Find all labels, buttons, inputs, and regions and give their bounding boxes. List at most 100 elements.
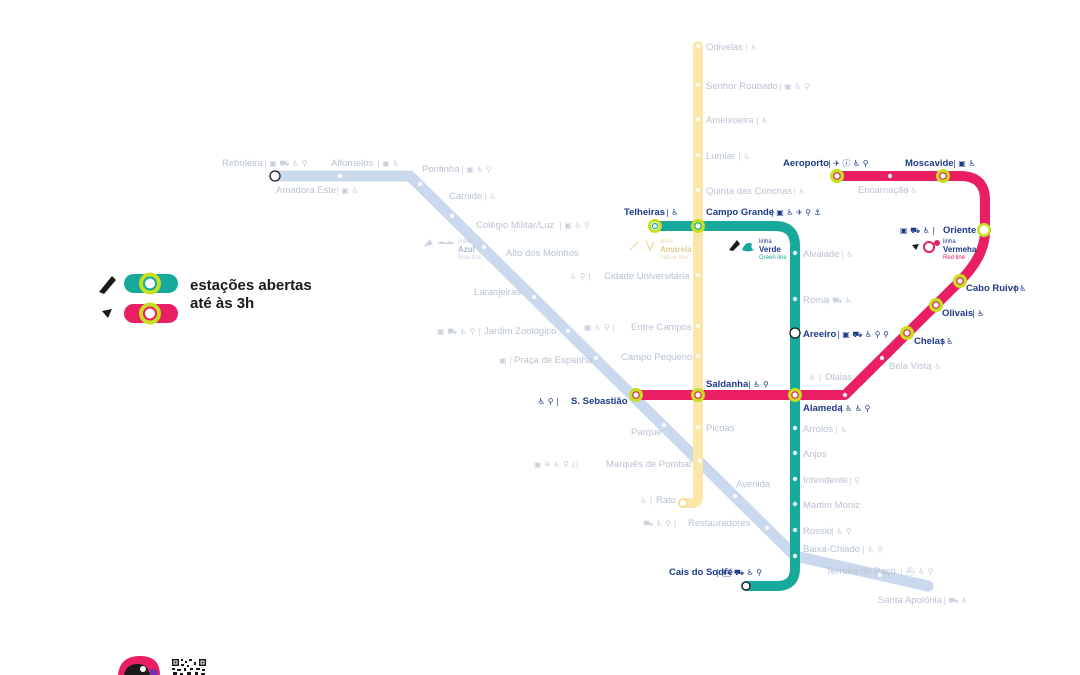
- station-label-olivais: Olivais: [942, 308, 973, 319]
- amenity-icons: | ▣ ⛟ ♿ ⚲: [264, 159, 308, 168]
- amenity-icons: | ▣ ♿: [953, 159, 976, 168]
- amenity-icons: | ▣ ♿ ⚲: [461, 165, 492, 174]
- accessibility-icon: | ♿: [738, 152, 750, 161]
- svg-text:Red line: Red line: [943, 255, 966, 261]
- amenity-icons: | ▣ ♿ ✈ ⚲ ⚓: [771, 208, 821, 217]
- station-label-arroios: Arroios: [803, 424, 833, 435]
- station-label-oriente: Oriente: [943, 225, 976, 236]
- station-marker-areeiro: [789, 327, 801, 339]
- svg-text:linha: linha: [458, 239, 471, 245]
- svg-text:Azul: Azul: [458, 245, 475, 254]
- station-label-alfornelos: Alfornelos: [331, 158, 373, 169]
- accessibility-icon: ♿ |: [640, 496, 652, 505]
- amenity-icons: ▣ ⛟ ♿ ⚲ |: [437, 327, 481, 336]
- accessibility-icon: | ♿: [835, 425, 847, 434]
- accessibility-icon: | ♿: [745, 43, 757, 52]
- station-label-marques-de-pombal: Marquês de Pombal: [606, 459, 691, 470]
- svg-text:Vermeha: Vermeha: [943, 245, 977, 254]
- station-label-avenida: Avenida: [736, 479, 771, 490]
- amenity-icons: ⛟ ♿ ⚲ |: [643, 519, 676, 528]
- red-station-dots: [842, 173, 893, 398]
- amenity-icons: ▣ ♿ ⚲ |: [584, 323, 615, 332]
- amenity-icons: | ▣ ♿ ⚲: [559, 221, 590, 230]
- station-label-rossio: Rossio: [803, 526, 832, 537]
- station-label-pontinha: Pontinha: [422, 164, 460, 175]
- station-label-carnide: Carnide: [449, 191, 482, 202]
- line-tag-amarela: linha Amarela Yellow line: [629, 239, 692, 261]
- line-tag-verde: linha Verde Green line: [729, 239, 787, 261]
- station-label-cabo-ruivo: Cabo Ruivo: [966, 283, 1019, 294]
- amenity-icons: | ⚲: [849, 476, 860, 485]
- amenity-icons: | ▣ ♿: [336, 186, 359, 195]
- station-marker-rato: [678, 498, 688, 508]
- station-label-chelas: Chelas: [914, 336, 945, 347]
- svg-text:linha: linha: [943, 239, 956, 245]
- amenity-icons: ▣ |: [499, 356, 512, 365]
- amenity-icons: | ⛟ ♿: [943, 596, 968, 605]
- legend-line1: estações abertas: [190, 277, 312, 294]
- svg-text:linha: linha: [660, 239, 673, 245]
- station-label-parque: Parque: [631, 427, 662, 438]
- station-label-s-sebastiao: S. Sebastião: [571, 396, 628, 407]
- station-label-amadora-este: Amadora Este: [276, 185, 336, 196]
- blue-line: [269, 170, 934, 592]
- accessibility-icon: | ♿: [841, 250, 853, 259]
- station-label-ameixoeira: Ameixoeira: [706, 115, 754, 126]
- station-label-aeroporto: Aeroporto: [783, 158, 829, 169]
- amenity-icons: ♿ ⚲ |: [570, 272, 591, 281]
- station-label-olaias: Olaias: [825, 372, 852, 383]
- amenity-icons: | ♿ ⚲: [831, 527, 852, 536]
- verde-line-icon: [729, 240, 740, 251]
- station-label-bela-vista: Bela Vista: [889, 361, 932, 372]
- svg-text:Blue line: Blue line: [458, 255, 482, 261]
- svg-text:Green line: Green line: [759, 255, 787, 261]
- amenity-icons: ▣ ⛟ ♿ |: [900, 226, 935, 235]
- amenity-icons: | ✈ ⓘ ♿ ⚲: [828, 159, 869, 168]
- accessibility-icon: | ♿: [484, 192, 496, 201]
- station-label-encarnacao: Encarnação: [858, 185, 909, 196]
- station-marker-cais-do-sodre: [741, 581, 751, 591]
- amenity-icons: | ⛟ ♿: [827, 296, 852, 305]
- accessibility-icon: | ♿: [941, 337, 953, 346]
- station-label-campo-grande: Campo Grande: [706, 207, 774, 218]
- station-label-roma: Roma: [803, 295, 829, 306]
- accessibility-icon: | ♿: [666, 208, 678, 217]
- station-label-odivelas: Odivelas: [706, 42, 743, 53]
- accessibility-icon: | ♿: [972, 309, 984, 318]
- station-label-alameda: Alameda: [803, 403, 843, 414]
- station-label-intendente: Intendente: [803, 475, 848, 486]
- station-label-rato: Rato: [656, 495, 676, 506]
- qr-code-icon: [172, 659, 206, 675]
- station-label-santa-apolonia: Santa Apolónia: [878, 595, 943, 606]
- station-label-entre-campos: Entre Campos: [631, 322, 692, 333]
- station-label-baixa-chiado: Baixa-Chiado: [803, 544, 860, 555]
- svg-text:Amarela: Amarela: [660, 245, 692, 254]
- station-marker-reboleira: [269, 170, 281, 182]
- green-line-symbol-icon: [99, 276, 116, 294]
- station-label-praca-de-espanha: Praça de Espanha: [514, 355, 593, 366]
- yellow-line: [678, 41, 703, 508]
- amenity-icons: | ♿ ⚲: [748, 380, 769, 389]
- legend: estações abertas até às 3h: [99, 272, 312, 325]
- station-label-reboleira: Reboleira: [222, 158, 263, 169]
- station-label-cidade-universitaria: Cidade Universitária: [604, 271, 690, 282]
- station-label-cais-do-sodre: Cais do Sodré: [669, 567, 733, 578]
- amenity-icons: ▣ ✈ ♿ ⚲ ▯|: [534, 460, 579, 469]
- green-station-dots: [792, 250, 798, 559]
- station-label-restauradores: Restauradores: [688, 518, 751, 529]
- station-label-campo-pequeno: Campo Pequeno: [621, 352, 692, 363]
- station-label-terreiro-do-paco: Terreiro do Paço: [826, 566, 896, 577]
- accessibility-icon: | ♿: [929, 362, 941, 371]
- green-line: [650, 221, 800, 591]
- amenity-icons: | ▣ ♿: [377, 159, 400, 168]
- mascot-logo: [118, 656, 160, 675]
- accessibility-icon: ♿ |: [809, 373, 821, 382]
- station-label-senhor-roubado: Senhor Roubado: [706, 81, 778, 92]
- station-label-jardim-zoologico: Jardim Zoológico: [484, 326, 556, 337]
- station-label-telheiras: Telheiras: [624, 207, 665, 218]
- station-label-colegio-militar: Colégio Militar/Luz: [476, 220, 554, 231]
- svg-text:Yellow line: Yellow line: [660, 255, 689, 261]
- station-label-areeiro: Areeiro: [803, 329, 836, 340]
- accessibility-icon: | ♿: [793, 187, 805, 196]
- line-tag-vermelha: linha Vermeha Red line: [912, 239, 977, 261]
